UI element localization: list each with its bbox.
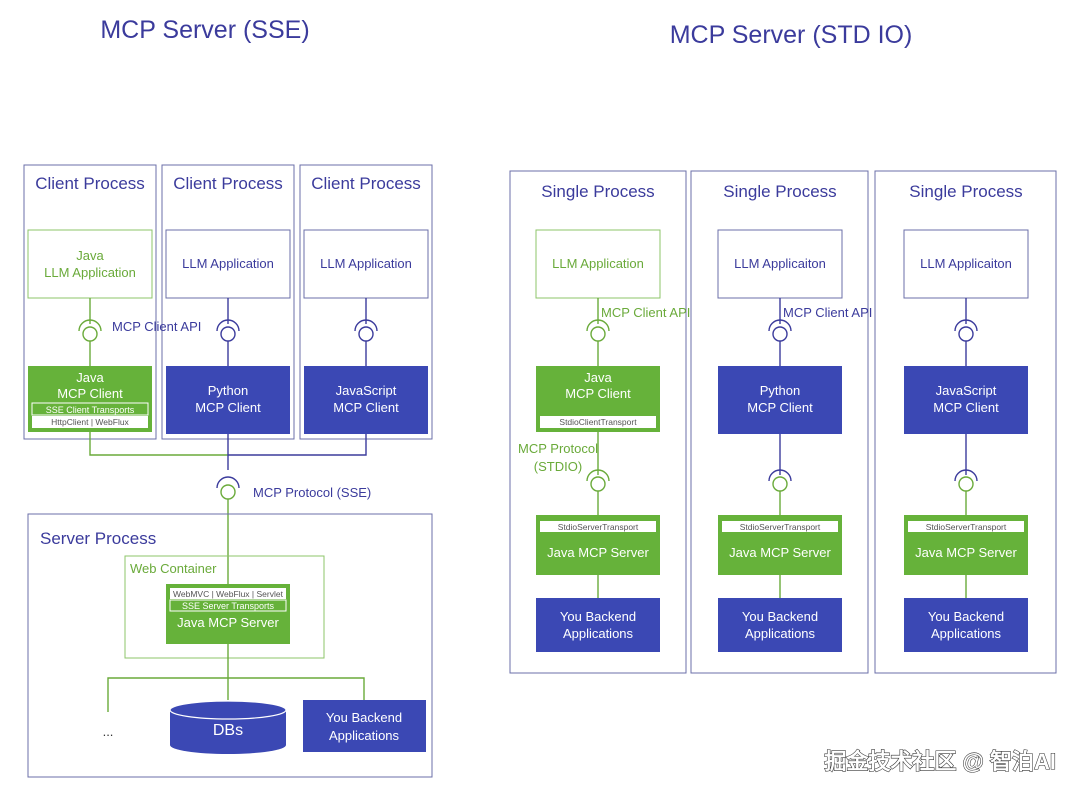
mcp-protocol-stdio-label-line-2: (STDIO) <box>534 459 582 474</box>
java-mcp-server-label: Java MCP Server <box>177 615 279 630</box>
python-client-api-connector <box>216 298 240 366</box>
app-label: LLM Applicaiton <box>734 256 826 271</box>
client-line-2: MCP Client <box>333 400 399 415</box>
single-process-python: Single Process LLM Applicaiton MCP Clien… <box>690 170 872 674</box>
stdio-server-transport-label: StdioServerTransport <box>926 522 1007 532</box>
client-process-label: Client Process <box>173 174 283 193</box>
sse-backend-box: You Backend Applications <box>303 700 426 752</box>
single-process-label: Single Process <box>541 182 654 201</box>
client-line-1: Java <box>76 370 104 385</box>
stdio-protocol-connector <box>768 434 792 515</box>
sse-client-transport-detail: HttpClient | WebFlux <box>51 417 129 427</box>
backend-line-2: Applications <box>745 626 816 641</box>
app-label: LLM Applicaiton <box>920 256 1012 271</box>
client-process-label: Client Process <box>35 174 145 193</box>
client-api-connector <box>586 298 610 366</box>
dbs-cylinder: DBs <box>169 700 287 754</box>
web-container: Web Container <box>124 555 325 659</box>
python-llm-application-box: LLM Application <box>165 229 291 299</box>
client-api-connector <box>954 298 978 366</box>
sse-title: MCP Server (SSE) <box>100 16 309 44</box>
client-line-2: MCP Client <box>933 400 999 415</box>
client-line-2: MCP Client <box>57 386 123 401</box>
java-mcp-server-label: Java MCP Server <box>729 545 831 560</box>
backend-line-1: You Backend <box>326 710 402 725</box>
mcp-client-api-label: MCP Client API <box>601 305 690 320</box>
watermark: 掘金技术社区 @ 智泊AI <box>824 749 1056 774</box>
app-label: LLM Application <box>320 256 412 271</box>
client-line-1: Java <box>584 370 612 385</box>
app-label: LLM Application <box>552 256 644 271</box>
client-api-connector <box>768 298 792 366</box>
backend-line-2: Applications <box>931 626 1002 641</box>
sse-bus-lines <box>89 432 367 470</box>
app-label: LLM Application <box>182 256 274 271</box>
python-mcp-client-box: Python MCP Client <box>166 366 290 434</box>
backend-line-2: Applications <box>563 626 634 641</box>
server-branch-lines <box>107 644 365 712</box>
stdio-protocol-connector <box>586 432 610 515</box>
java-mcp-server-box-sse: WebMVC | WebFlux | Servlet SSE Server Tr… <box>166 584 290 644</box>
sse-client-transports-label: SSE Client Transports <box>46 405 135 415</box>
java-client-api-connector <box>78 298 102 366</box>
stdio-protocol-connector <box>954 434 978 515</box>
client-line-1: Python <box>760 383 800 398</box>
backend-line-2: Applications <box>329 728 400 743</box>
client-line-1: Python <box>208 383 248 398</box>
single-process-javascript: Single Process LLM Applicaiton JavaScrip… <box>874 170 1057 674</box>
single-process-java: Single Process LLM Application MCP Clien… <box>509 170 690 674</box>
client-line-1: JavaScript <box>936 383 997 398</box>
mcp-protocol-stdio-label-line-1: MCP Protocol <box>518 441 598 456</box>
single-process-label: Single Process <box>723 182 836 201</box>
java-mcp-server-label: Java MCP Server <box>915 545 1017 560</box>
client-line-2: MCP Client <box>747 400 813 415</box>
javascript-client-api-connector <box>354 298 378 366</box>
stdio-client-transport-label: StdioClientTransport <box>559 417 637 427</box>
mcp-client-api-label: MCP Client API <box>112 319 201 334</box>
mcp-protocol-sse-label: MCP Protocol (SSE) <box>253 485 371 500</box>
javascript-mcp-client-box: JavaScript MCP Client <box>304 366 428 434</box>
server-detail-label: WebMVC | WebFlux | Servlet <box>173 589 284 599</box>
server-process: Server Process <box>27 513 433 778</box>
server-process-label: Server Process <box>40 529 156 548</box>
stdio-title: MCP Server (STD IO) <box>670 21 913 49</box>
sse-protocol-connector <box>216 476 240 586</box>
dbs-label: DBs <box>213 722 243 739</box>
sse-server-transports-label: SSE Server Transports <box>182 601 275 611</box>
backend-line-1: You Backend <box>560 609 636 624</box>
stdio-server-transport-label: StdioServerTransport <box>740 522 821 532</box>
client-line-1: JavaScript <box>336 383 397 398</box>
single-process-label: Single Process <box>909 182 1022 201</box>
ellipsis-text: ... <box>103 724 114 739</box>
java-mcp-client-box: Java MCP Client SSE Client Transports Ht… <box>28 366 152 432</box>
client-line-2: MCP Client <box>195 400 261 415</box>
java-mcp-server-label: Java MCP Server <box>547 545 649 560</box>
app-line-1: Java <box>76 248 104 263</box>
backend-line-1: You Backend <box>742 609 818 624</box>
javascript-llm-application-box: LLM Application <box>303 229 429 299</box>
client-line-2: MCP Client <box>565 386 631 401</box>
stdio-server-transport-label: StdioServerTransport <box>558 522 639 532</box>
web-container-label: Web Container <box>130 561 217 576</box>
app-line-2: LLM Application <box>44 265 136 280</box>
mcp-client-api-label: MCP Client API <box>783 305 872 320</box>
java-llm-application-box: Java LLM Application <box>27 229 153 299</box>
client-process-label: Client Process <box>311 174 421 193</box>
backend-line-1: You Backend <box>928 609 1004 624</box>
